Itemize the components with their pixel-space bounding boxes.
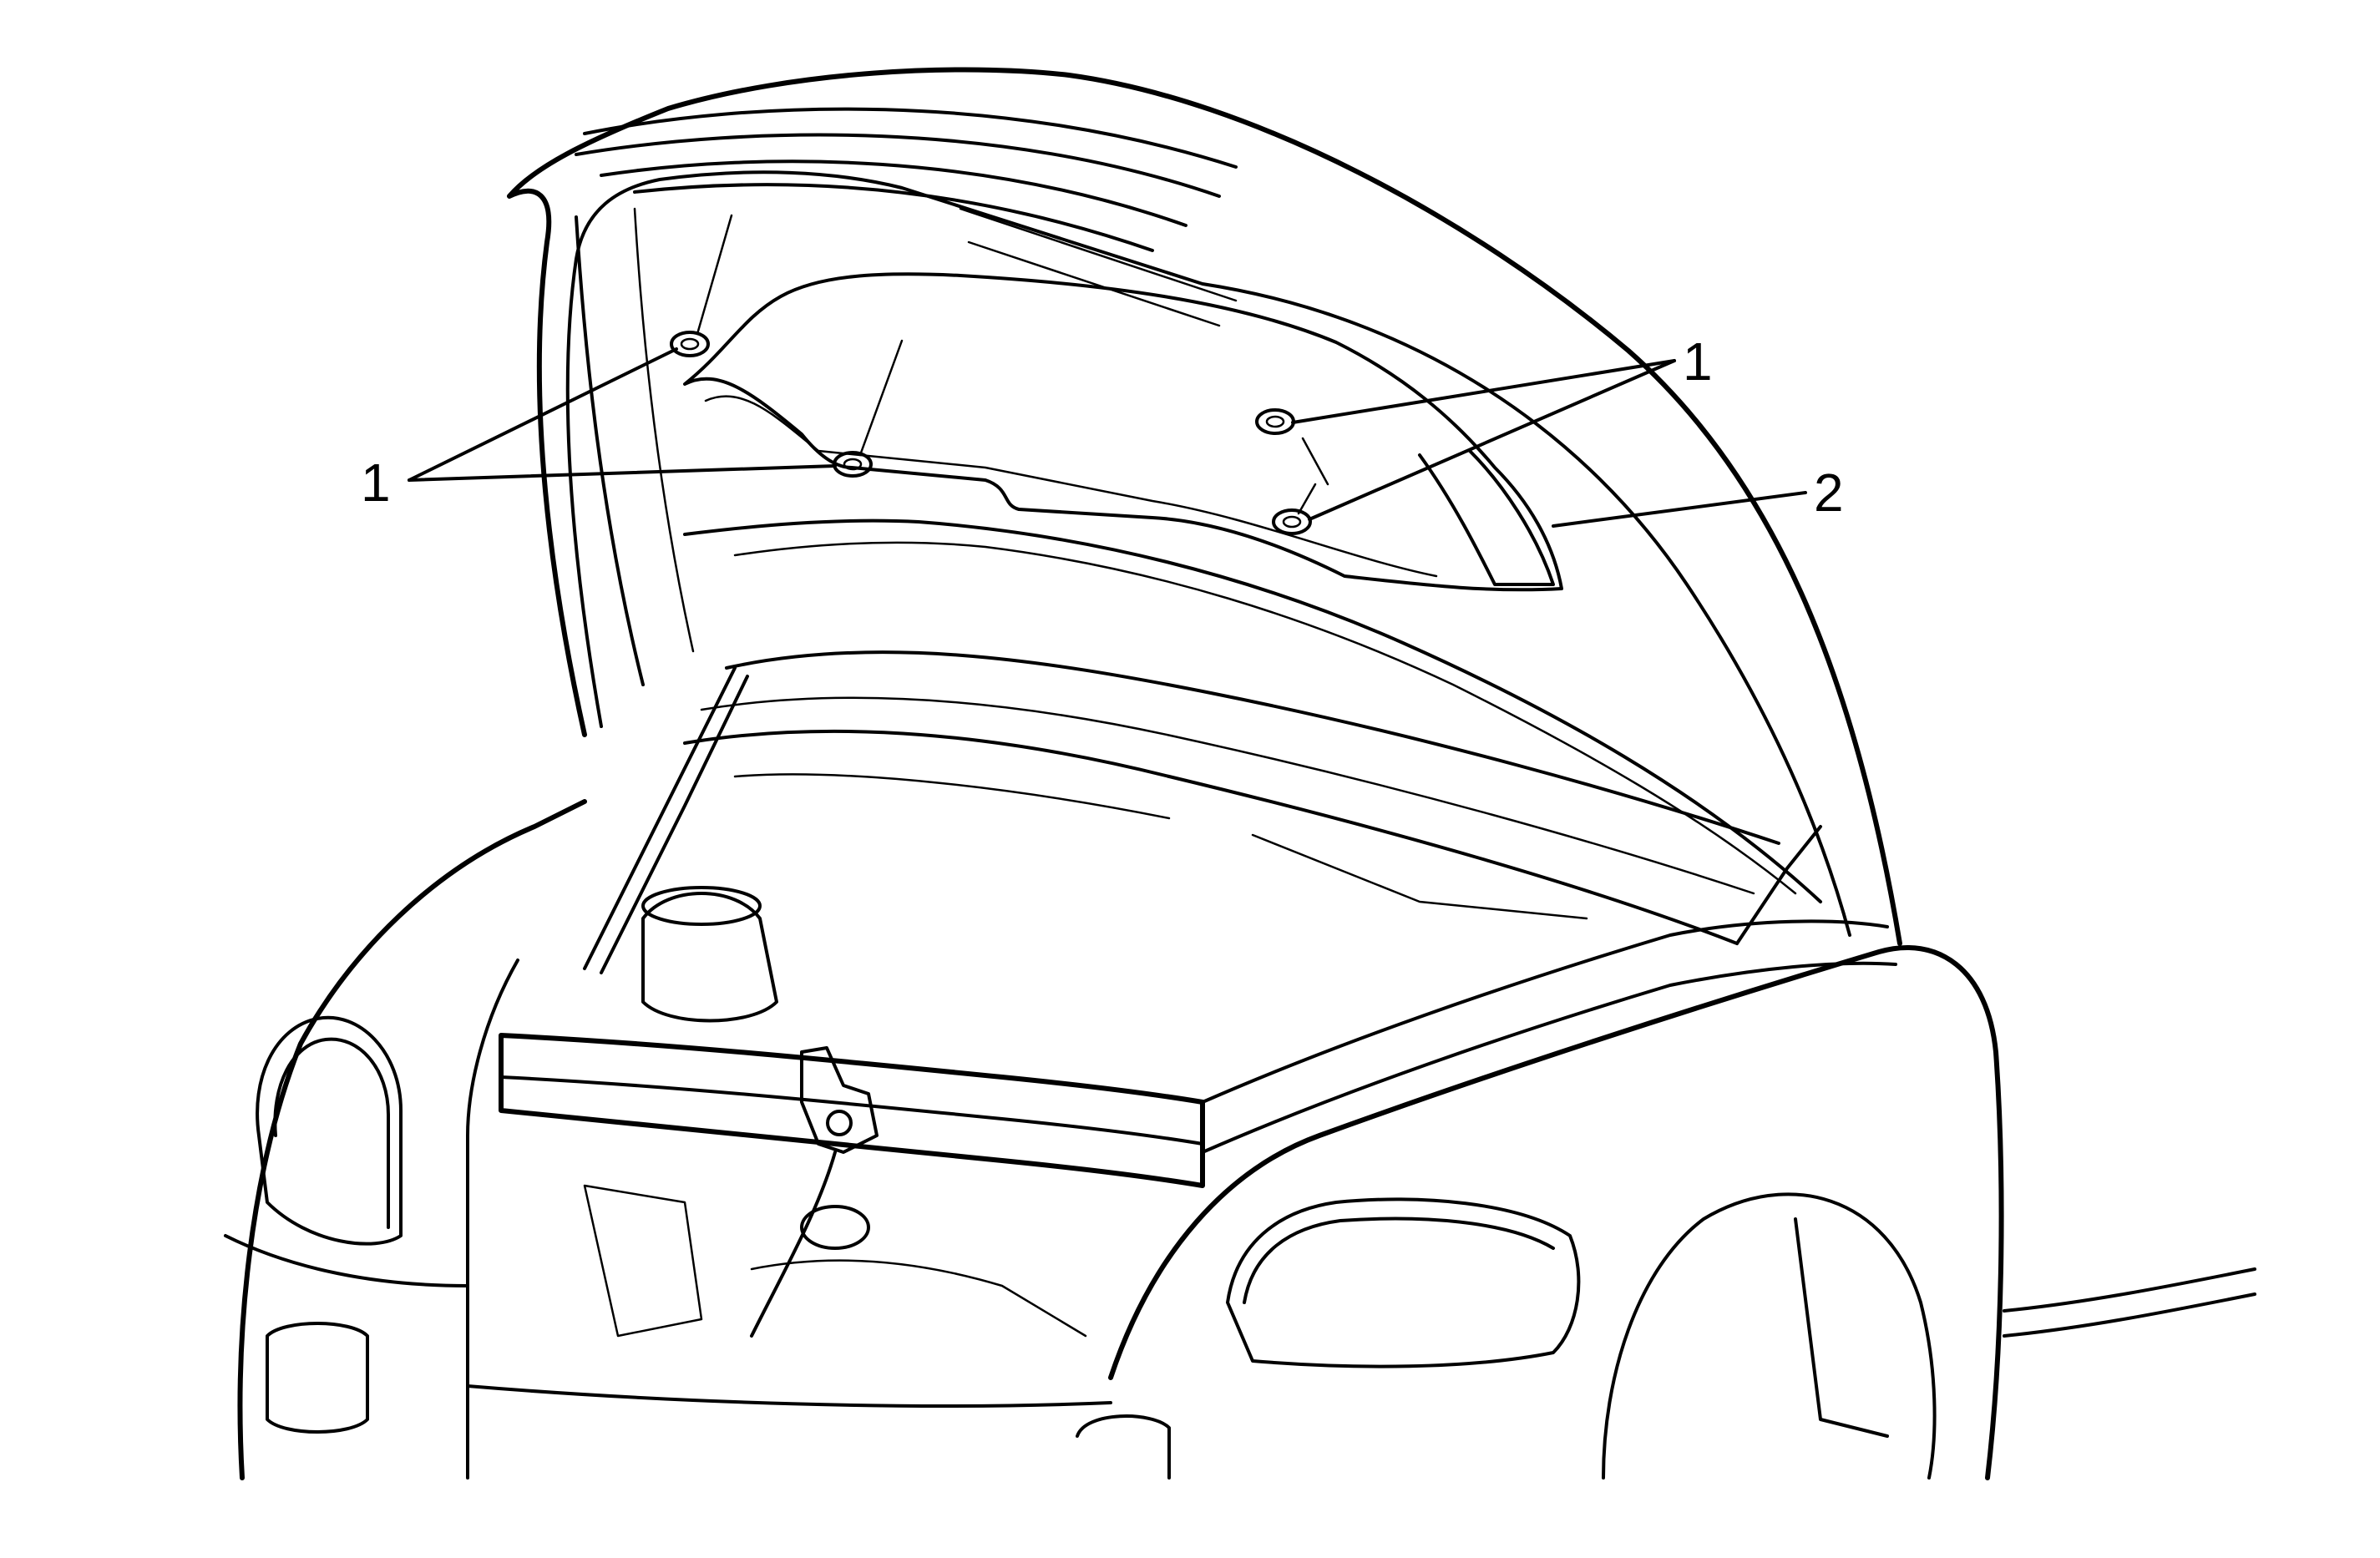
leader-1-right-a: [1291, 359, 1676, 424]
frame-rail-right: [2003, 1267, 2256, 1338]
left-headlamp: [256, 1015, 403, 1246]
retainer-right-upper-hole: [1265, 415, 1285, 428]
hood-insulator-recess: [1418, 449, 1555, 586]
hood-lower-edge: [683, 518, 1822, 903]
firewall-line-2: [1251, 833, 1588, 920]
callout-leaders: [408, 347, 1807, 528]
hood-left-rail-inner: [633, 207, 695, 653]
callout-1-right: 1: [1683, 331, 1713, 392]
right-wheel-well: [1602, 1192, 1937, 1480]
callout-1-left: 1: [361, 453, 391, 513]
insulator-retainers: [670, 214, 1329, 535]
hood-louvre-5: [959, 207, 1238, 302]
left-headlamp-bezel: [273, 1037, 390, 1229]
callout-2: 2: [1814, 463, 1844, 523]
retainer-right-lower-hole: [1282, 515, 1302, 529]
lower-bay-bracket: [583, 1184, 703, 1338]
latch-cable: [750, 1151, 837, 1338]
leader-1-right-b: [1308, 359, 1676, 521]
leader-1-left-b: [408, 464, 837, 482]
right-fender-rail-lower: [1201, 961, 1897, 1154]
cowl-panel-top: [725, 650, 1780, 845]
leader-2: [1552, 491, 1807, 528]
left-fascia: [224, 1234, 469, 1480]
cowl-panel-front: [683, 729, 1739, 945]
hood-latch-bolt: [826, 1110, 853, 1136]
hood: [507, 67, 1902, 946]
hood-louvre-6: [967, 240, 1221, 327]
hood-latch: [800, 1046, 879, 1154]
engine-compartment: [499, 650, 1897, 1338]
left-fender: [237, 799, 587, 1480]
cowl-panel-ridge: [700, 696, 1755, 895]
strut-tower-cap: [641, 886, 762, 926]
right-hood-strut: [1735, 825, 1822, 945]
firewall-line-1: [733, 773, 1171, 820]
hood-louvre-4: [633, 183, 1154, 252]
retainer-upper-left-hole: [680, 337, 700, 351]
hood-insulator-inner-line: [704, 395, 1438, 578]
retainer-pin-upper-left: [696, 214, 733, 336]
right-inner-fender: [1794, 1217, 1889, 1438]
hood-louvre-1: [583, 107, 1238, 169]
retainer-upper-middle: [833, 451, 873, 478]
strut-tower-left: [641, 892, 778, 1023]
right-front: [466, 945, 2256, 1480]
leader-1-left-a: [408, 347, 678, 482]
right-headlamp-bezel: [1243, 1217, 1555, 1304]
right-headlamp: [1226, 1197, 1581, 1368]
radiator-support-face: [499, 1075, 1204, 1146]
retainer-pin-right: [1301, 437, 1329, 486]
right-fender: [1108, 945, 2004, 1480]
hood-outer-edge: [507, 67, 1902, 946]
hood-insulator-pad: [683, 272, 1563, 592]
left-hood-strut-body: [600, 675, 749, 974]
left-hood-strut: [583, 666, 737, 970]
front-fascia-lower: [466, 1384, 1112, 1408]
hood-left-rail: [575, 215, 645, 686]
hood-inner-edge: [565, 170, 1851, 937]
right-fender-rail: [1201, 919, 1889, 1104]
radiator-support-upper: [499, 1033, 1205, 1188]
hood-lower-edge-inner: [733, 541, 1797, 895]
left-fender-seam: [466, 959, 519, 1287]
retainer-pin-right-lower: [1297, 483, 1317, 515]
lower-bay-crossmember: [750, 1259, 1087, 1338]
retainer-upper-left: [670, 331, 710, 357]
retainer-right-lower: [1272, 508, 1312, 535]
hood-louvre-3: [600, 159, 1187, 227]
lower-bay-tube: [800, 1205, 870, 1250]
left-front: [224, 799, 587, 1480]
retainer-pin-upper-middle: [858, 339, 904, 457]
left-fog-lamp: [266, 1322, 369, 1434]
hood-louvre-2: [575, 133, 1221, 198]
retainer-right-upper: [1255, 408, 1295, 435]
lower-grille: [1076, 1414, 1171, 1480]
retainer-upper-middle-hole: [843, 458, 863, 471]
